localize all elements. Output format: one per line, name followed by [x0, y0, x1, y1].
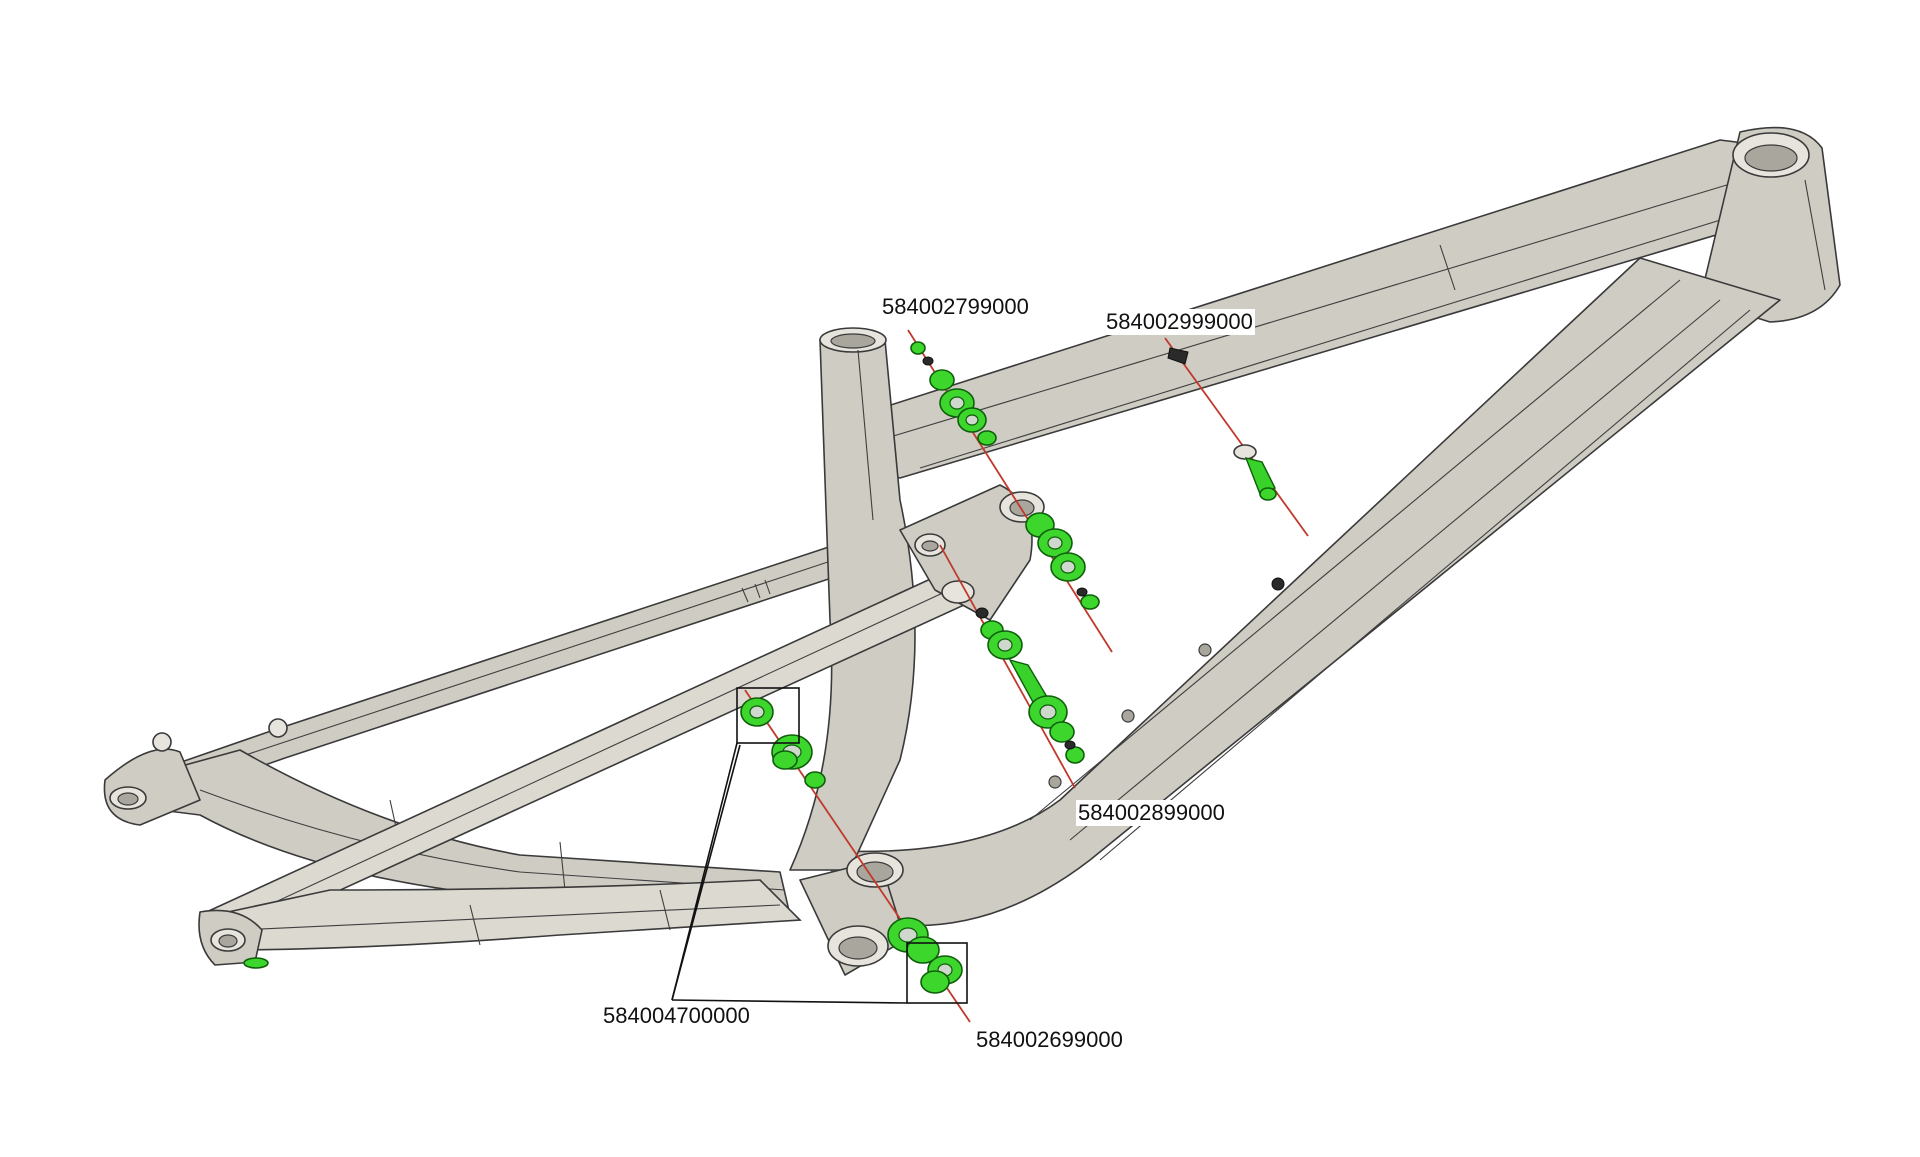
seat-tube	[789, 327, 916, 871]
bottom-bracket	[799, 852, 906, 976]
rocker-link	[899, 484, 1045, 621]
part-label-upper-link: 584002799000	[880, 294, 1031, 320]
part-label-lower-link: 584002899000	[1076, 800, 1227, 826]
part-label-main-pivot-bearing: 584004700000	[601, 1003, 752, 1029]
callout-leaders	[671, 687, 968, 1004]
part-label-main-pivot-hardware: 584002699000	[974, 1027, 1125, 1053]
right-chainstay	[198, 879, 802, 951]
hardware-shock-mount	[1167, 347, 1277, 501]
rear-dropout-right	[198, 909, 269, 969]
head-tube	[1699, 126, 1841, 323]
part-label-shock-mount: 584002999000	[1104, 309, 1255, 335]
hardware-lower-link	[975, 607, 1085, 764]
hardware-upper-link	[910, 341, 1100, 610]
rear-dropout-left	[103, 718, 288, 826]
